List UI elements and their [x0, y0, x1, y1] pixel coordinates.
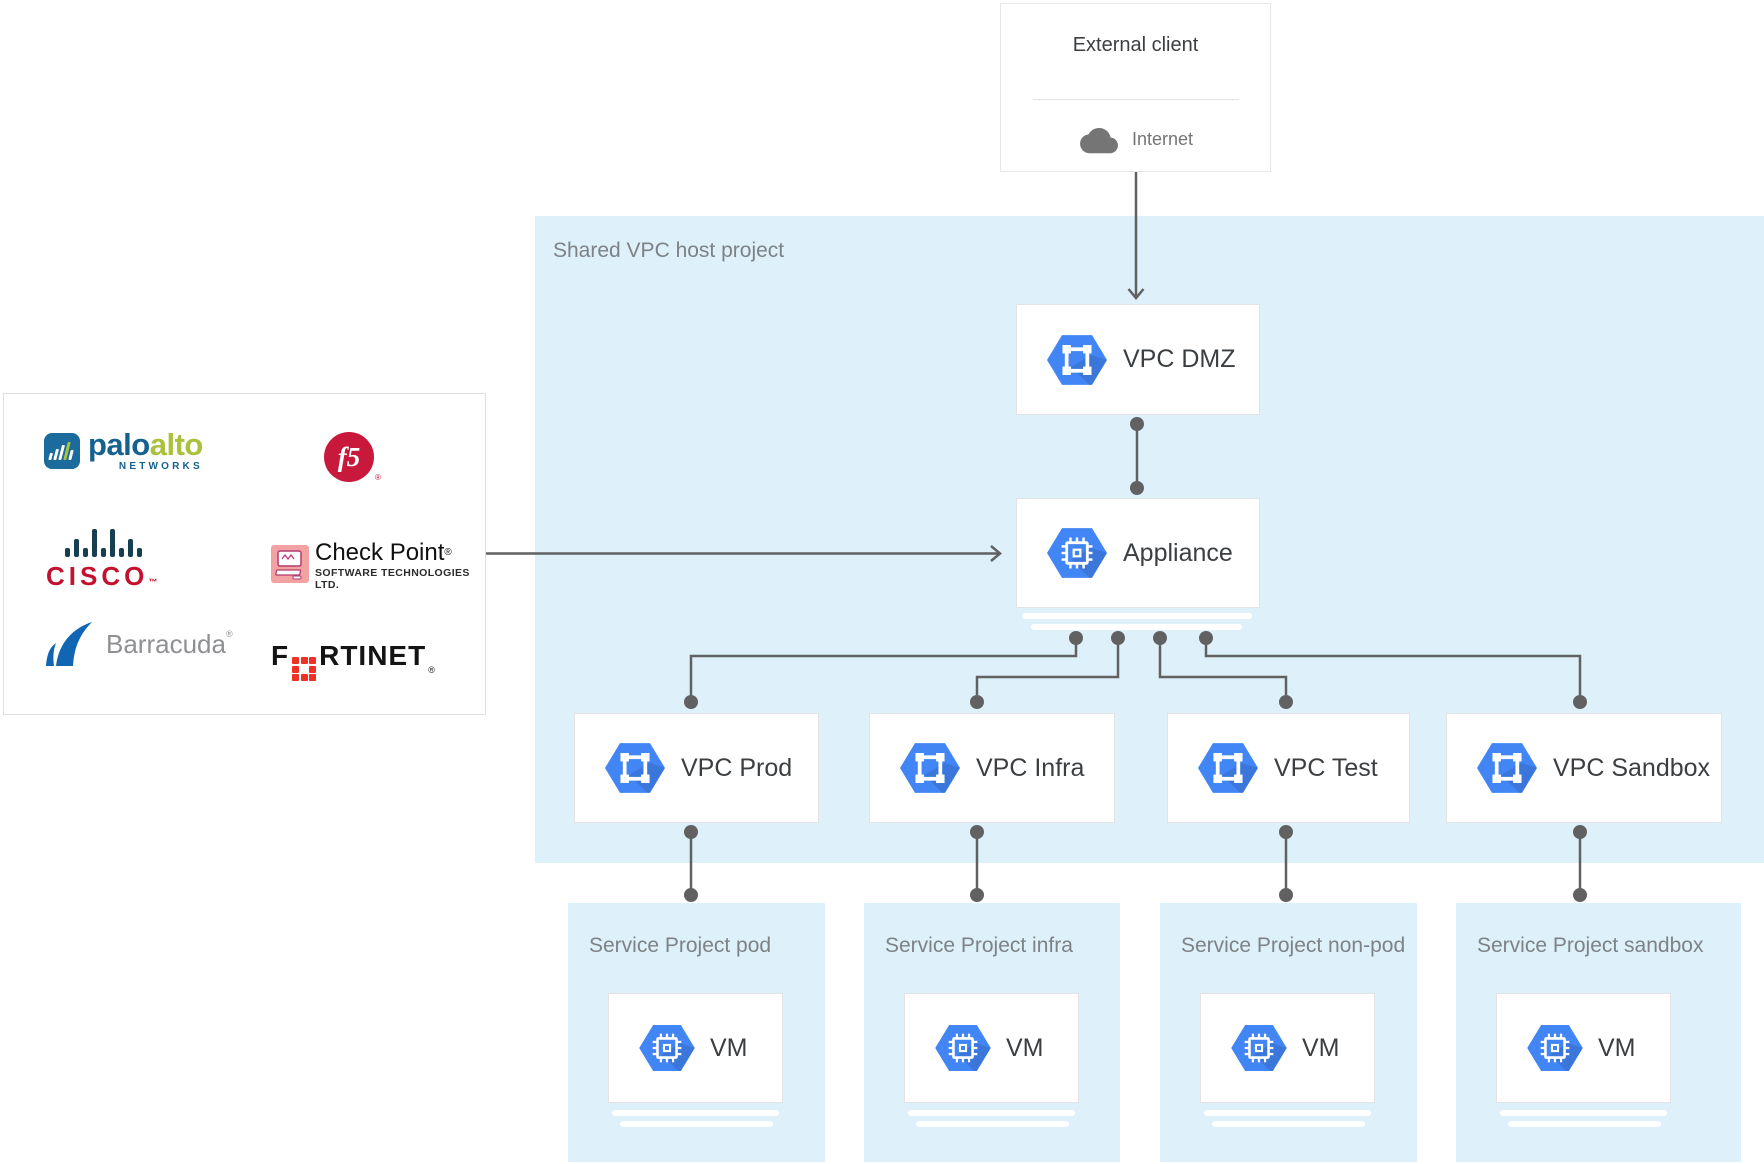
- appliance-chip-icon: [1047, 528, 1107, 578]
- vm-chip-icon: [1231, 1025, 1287, 1071]
- vm-label: VM: [1302, 1033, 1340, 1062]
- vm-chip-icon: [1527, 1025, 1583, 1071]
- appliance-vendors-card: paloalto NETWORKS f5 ® CISCO™: [3, 393, 486, 715]
- service-project-pod-label: Service Project pod: [589, 934, 772, 957]
- vm-stack-line: [908, 1110, 1075, 1116]
- vpc-test-label: VPC Test: [1274, 753, 1378, 782]
- barracuda-fin-icon: [46, 622, 92, 666]
- vm-label: VM: [1006, 1033, 1044, 1062]
- appliance-stack-line: [1022, 613, 1252, 619]
- vpc-sandbox-label: VPC Sandbox: [1553, 753, 1711, 782]
- vpc-network-icon: [900, 743, 960, 793]
- service-project-non-pod: Service Project non-pod VM: [1160, 903, 1417, 1162]
- palo-alto-icon: [44, 433, 80, 469]
- cisco-logo: CISCO™: [46, 527, 161, 592]
- external-client-card: External client Internet: [1000, 3, 1271, 172]
- external-client-title: External client: [1072, 34, 1199, 56]
- check-point-wordmark: Check Point®: [315, 539, 452, 566]
- vpc-test-node: VPC Test: [1167, 713, 1410, 823]
- vpc-network-icon: [605, 743, 665, 793]
- appliance-stack-line: [1031, 624, 1242, 630]
- vpc-prod-node: VPC Prod: [574, 713, 819, 823]
- check-point-icon: [271, 544, 309, 588]
- check-point-logo: Check Point® SOFTWARE TECHNOLOGIES LTD.: [271, 541, 485, 591]
- cisco-wordmark: CISCO™: [46, 561, 162, 591]
- vm-node: VM: [904, 993, 1079, 1103]
- service-project-non-pod-label: Service Project non-pod: [1181, 934, 1406, 957]
- internet-cloud-icon: [1080, 127, 1118, 154]
- service-project-pod: Service Project pod VM: [568, 903, 825, 1162]
- service-project-sandbox-label: Service Project sandbox: [1477, 934, 1704, 957]
- palo-alto-networks-logo: paloalto NETWORKS: [44, 427, 203, 472]
- vm-stack-line: [620, 1121, 773, 1127]
- vm-node: VM: [1496, 993, 1671, 1103]
- vpc-network-icon: [1047, 335, 1107, 385]
- palo-alto-wordmark: paloalto: [88, 427, 203, 462]
- service-project-infra-label: Service Project infra: [885, 934, 1073, 957]
- vm-label: VM: [710, 1033, 748, 1062]
- vpc-network-icon: [1198, 743, 1258, 793]
- service-project-sandbox: Service Project sandbox VM: [1456, 903, 1741, 1162]
- f5-ball-icon: f5: [324, 432, 374, 482]
- internet-label: Internet: [1131, 128, 1194, 149]
- service-project-infra: Service Project infra VM: [864, 903, 1120, 1162]
- barracuda-logo: Barracuda®: [46, 622, 233, 666]
- vpc-dmz-label: VPC DMZ: [1123, 345, 1236, 373]
- cisco-bars-icon: [65, 527, 143, 557]
- shared-vpc-host-label: Shared VPC host project: [553, 239, 785, 262]
- vpc-infra-node: VPC Infra: [869, 713, 1115, 823]
- vm-stack-line: [1204, 1110, 1371, 1116]
- vm-stack-line: [916, 1121, 1069, 1127]
- vpc-prod-label: VPC Prod: [681, 753, 793, 782]
- vm-chip-icon: [935, 1025, 991, 1071]
- vpc-infra-label: VPC Infra: [976, 753, 1085, 782]
- vpc-dmz-node: VPC DMZ: [1016, 304, 1260, 415]
- f5-logo: f5 ®: [324, 432, 381, 482]
- vpc-sandbox-node: VPC Sandbox: [1446, 713, 1722, 823]
- barracuda-wordmark: Barracuda®: [106, 628, 233, 659]
- vm-stack-line: [612, 1110, 779, 1116]
- vm-stack-line: [1212, 1121, 1365, 1127]
- vpc-network-icon: [1477, 743, 1537, 793]
- vm-node: VM: [1200, 993, 1375, 1103]
- vm-node: VM: [608, 993, 783, 1103]
- vm-stack-line: [1500, 1110, 1667, 1116]
- vm-chip-icon: [639, 1025, 695, 1071]
- appliance-label: Appliance: [1123, 538, 1233, 567]
- vm-stack-line: [1508, 1121, 1661, 1127]
- vm-label: VM: [1598, 1033, 1636, 1062]
- fortinet-dotted-o-icon: [292, 657, 317, 681]
- appliance-node: Appliance: [1016, 498, 1260, 608]
- fortinet-logo: F RTINET ®: [271, 640, 435, 682]
- divider: [1033, 99, 1239, 100]
